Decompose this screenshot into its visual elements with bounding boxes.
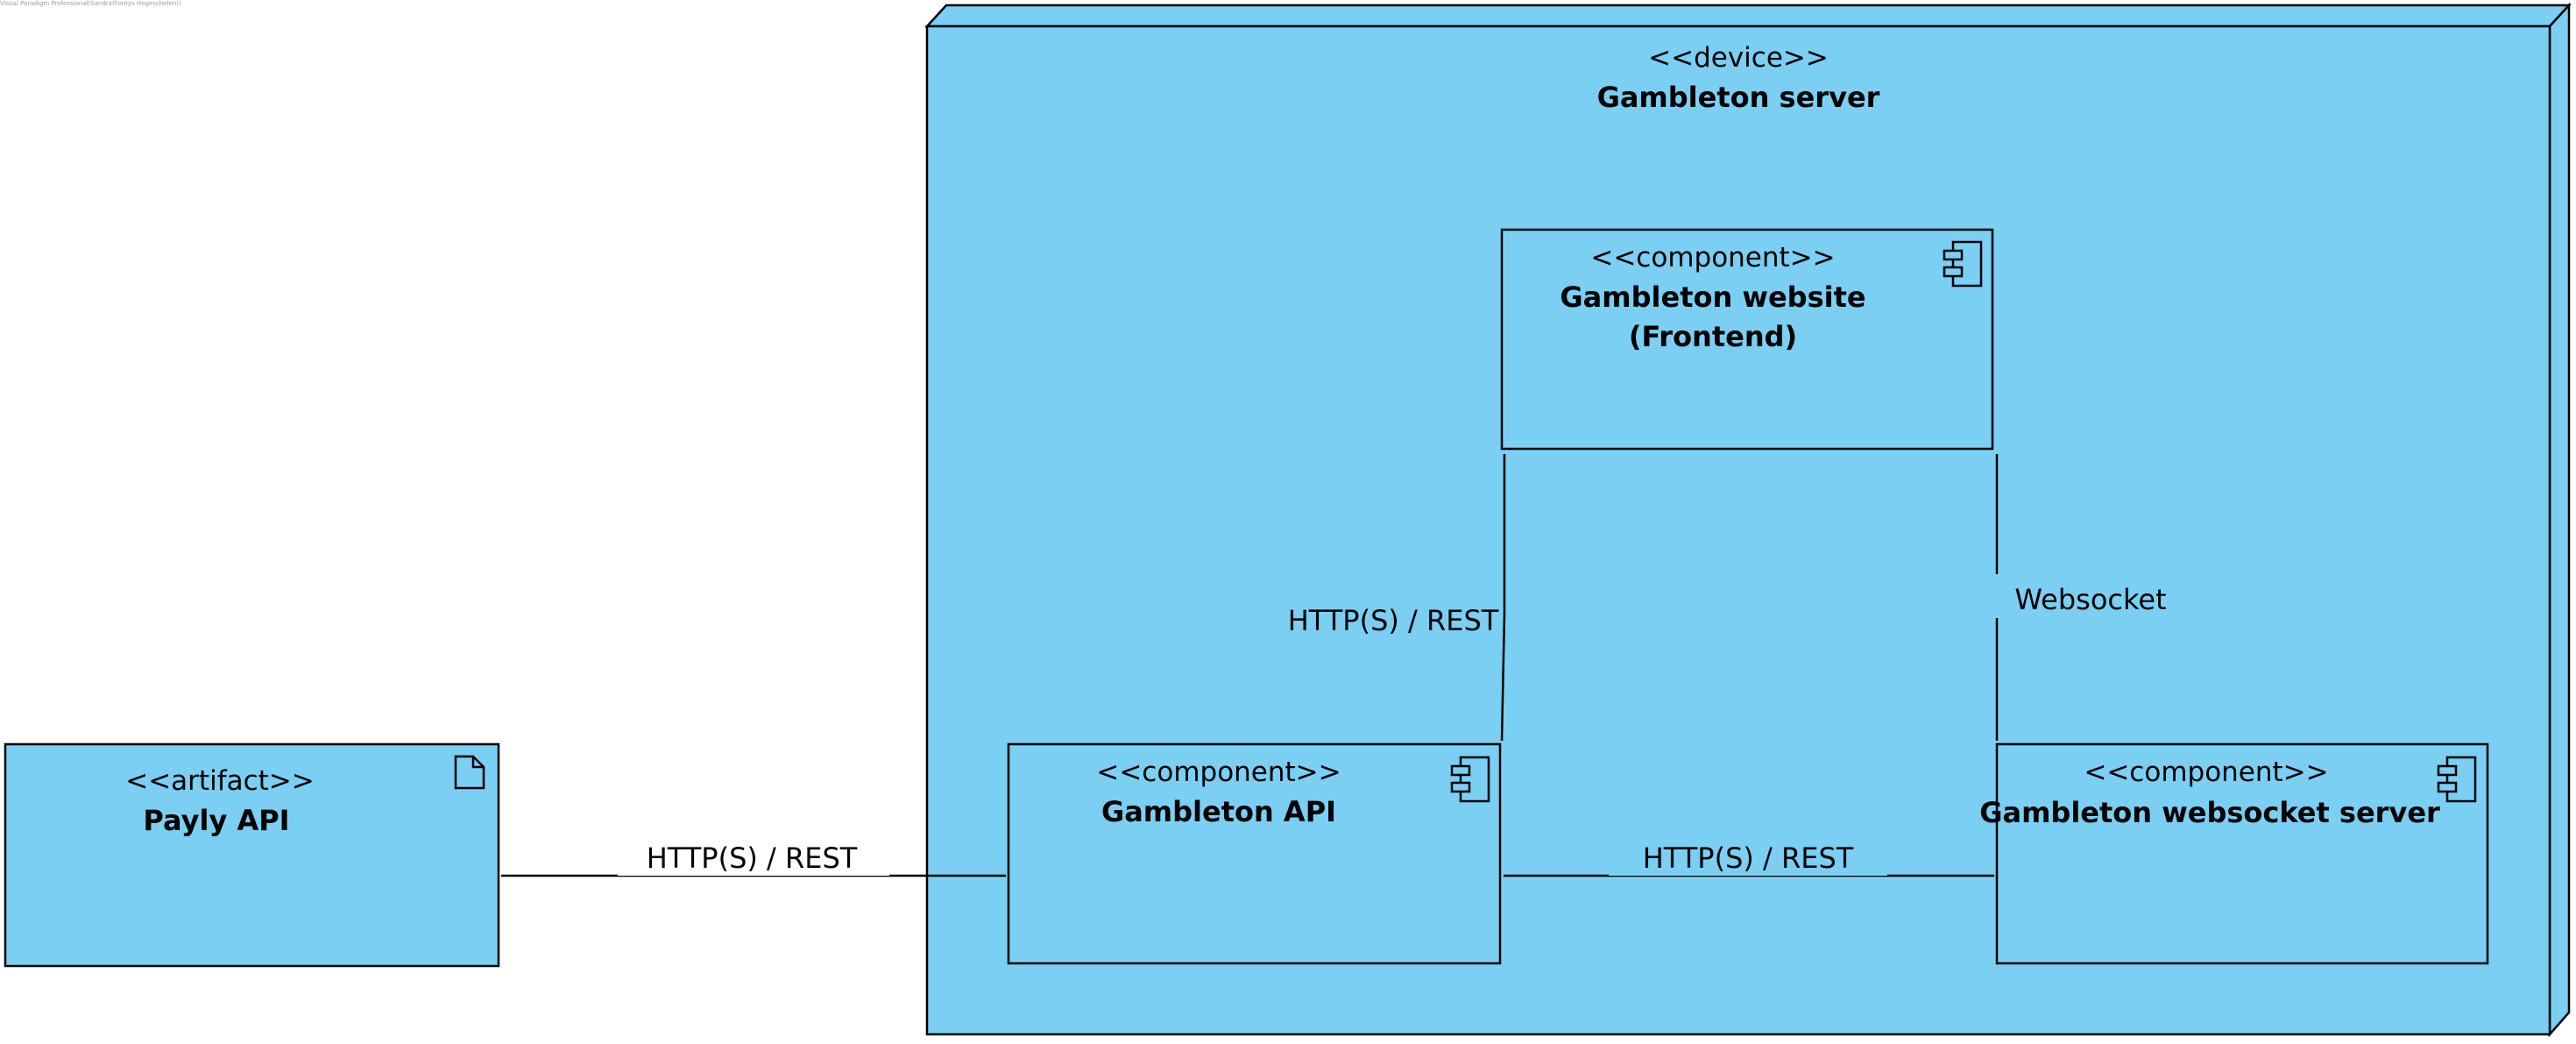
edge-label-frontend-to-api: HTTP(S) / REST bbox=[1287, 604, 1499, 637]
edge-label-bg bbox=[618, 855, 889, 876]
api-name: Gambleton API bbox=[1100, 795, 1337, 828]
component-gambleton-website[interactable] bbox=[1500, 228, 1994, 451]
document-icon bbox=[454, 755, 485, 790]
component-icon bbox=[2437, 756, 2477, 803]
device-node-top-face bbox=[924, 4, 2572, 28]
device-node-side-face bbox=[2548, 2, 2571, 1038]
watermark-text: Visual Paradigm Professional(Sandra(Font… bbox=[0, 0, 181, 7]
component-gambleton-websocket-server[interactable] bbox=[1995, 742, 2489, 965]
websocket-server-stereotype: <<component>> bbox=[2084, 756, 2329, 788]
frontend-name-line1: Gambleton website bbox=[1560, 281, 1866, 314]
edge-label-api-to-websocket: HTTP(S) / REST bbox=[1642, 842, 1854, 875]
component-box bbox=[1500, 228, 1994, 451]
component-icon bbox=[1450, 756, 1490, 803]
edge-label-bg bbox=[1989, 574, 2005, 618]
artifact-stereotype: <<artifact>> bbox=[125, 765, 315, 797]
component-box bbox=[1007, 742, 1502, 965]
edge-label-payly-to-api: HTTP(S) / REST bbox=[646, 842, 858, 875]
websocket-server-name: Gambleton websocket server bbox=[1979, 796, 2440, 829]
edge-label-bg bbox=[1609, 855, 1887, 876]
artifact-name: Payly API bbox=[143, 804, 290, 837]
edge-label-frontend-to-websocket: Websocket bbox=[2014, 583, 2167, 616]
component-box bbox=[1995, 742, 2489, 965]
api-stereotype: <<component>> bbox=[1096, 756, 1341, 788]
component-icon bbox=[1943, 240, 1983, 288]
frontend-stereotype: <<component>> bbox=[1590, 242, 1836, 273]
frontend-name-line2: (Frontend) bbox=[1628, 320, 1798, 353]
device-stereotype: <<device>> bbox=[1648, 42, 1829, 74]
device-name: Gambleton server bbox=[1596, 81, 1880, 114]
artifact-box bbox=[4, 742, 500, 968]
frontend-name: Gambleton website (Frontend) bbox=[1560, 278, 1865, 357]
artifact-payly-api[interactable] bbox=[4, 742, 500, 968]
connector-frontend-to-api[interactable] bbox=[1500, 454, 1506, 742]
component-gambleton-api[interactable] bbox=[1007, 742, 1502, 965]
